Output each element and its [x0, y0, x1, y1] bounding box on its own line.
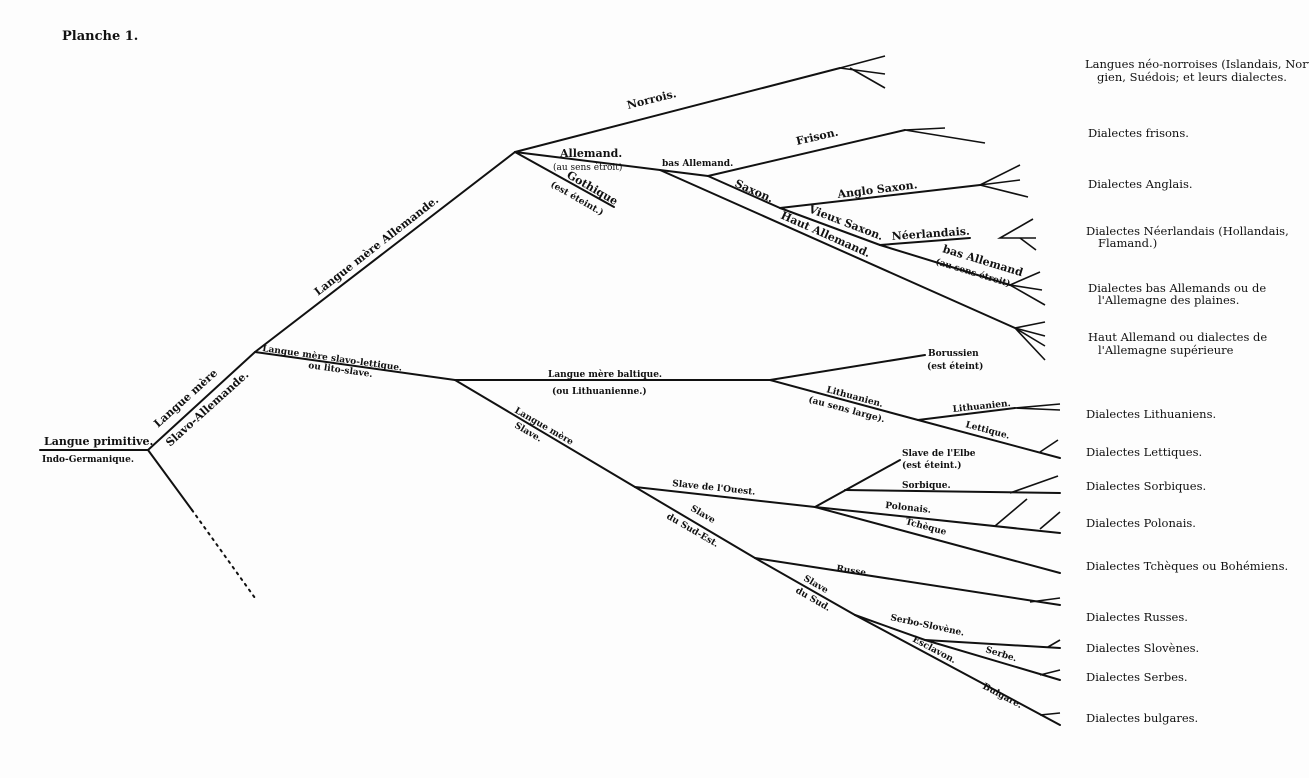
bulg-fan [1039, 712, 1061, 716]
dialect-label: Flamand.) [1098, 236, 1157, 250]
anglo-fan [979, 164, 1021, 186]
haut-allemand-line [659, 169, 1016, 329]
dialect-label: gien, Suédois; et leurs dialectes. [1097, 70, 1287, 84]
bulgare-line [854, 614, 1061, 726]
gothique-line [514, 151, 615, 208]
allemande-line [254, 151, 516, 353]
dialect-labels: Langues néo-norroises (Islandais, Norwé-… [1085, 57, 1309, 725]
lithuanien-large-line [769, 379, 919, 421]
dialect-label: Dialectes bas Allemands ou de [1088, 281, 1266, 295]
label: Saxon. [733, 177, 776, 205]
label: Bulgare. [981, 682, 1024, 711]
dialect-label: Dialectes Lithuaniens. [1086, 407, 1216, 421]
frison-fan [904, 127, 986, 144]
label: Serbo-Slovène. [889, 612, 965, 638]
neerlandais-line [879, 237, 971, 246]
label: Langue mère baltique. [548, 369, 662, 380]
pol-fan-2 [1039, 511, 1061, 530]
dialect-label: Dialectes Tchèques ou Bohémiens. [1086, 559, 1288, 573]
slave-sud-line [754, 557, 856, 616]
label: (au sens étroit) [553, 162, 622, 173]
neerl-fan [997, 218, 1036, 239]
label: Polonais. [885, 501, 932, 516]
bas-allemand-etroit-line [879, 244, 1011, 286]
label: Russe. [836, 564, 870, 579]
frison-line [707, 129, 906, 177]
label: Slave [689, 504, 717, 526]
root-label-2: Indo-Germanique. [42, 455, 134, 465]
lettique-line [917, 419, 1061, 459]
lithuanien-line [917, 407, 1016, 421]
label: Borussien [928, 349, 979, 359]
dialect-label: Langues néo-norroises (Islandais, Norwé- [1085, 57, 1309, 71]
tree-lines [39, 55, 1061, 726]
root-label: Langue primitive. [44, 435, 153, 448]
slovene-line [924, 639, 1061, 649]
slavo-lettique-line [254, 351, 456, 381]
label: Langue mère Allemande. [312, 193, 441, 298]
slavo-allemande-line [147, 351, 256, 451]
slave-line [454, 379, 636, 488]
russe-fan [1029, 597, 1061, 603]
dialect-label: l'Allemagne des plaines. [1098, 293, 1239, 307]
haut-fan-2 [1014, 327, 1046, 361]
dialect-label: Dialectes Néerlandais (Hollandais, [1086, 224, 1289, 238]
serbe-line [924, 639, 1061, 681]
label: (est éteint.) [902, 460, 961, 471]
label: Néerlandais. [891, 225, 970, 243]
label: Norrois. [626, 87, 678, 112]
dialect-label: Haut Allemand ou dialectes de [1088, 330, 1267, 344]
label: Allemand. [559, 147, 622, 160]
anglo-saxon-line [779, 184, 981, 209]
label: Frison. [795, 126, 840, 148]
label: (est éteint) [927, 361, 983, 372]
sorbique-line [844, 489, 1061, 494]
branch-labels: Langue primitive. Indo-Germanique. Langu… [42, 87, 1025, 711]
label: (ou Lithuanienne.) [552, 386, 647, 397]
norrois-fan [839, 55, 886, 75]
borussien-line [769, 354, 926, 381]
norrois-line [514, 67, 841, 153]
dialect-label: Dialectes Sorbiques. [1086, 479, 1206, 493]
label: bas Allemand. [662, 159, 733, 169]
label: Slave de l'Elbe [902, 449, 976, 459]
dialect-label: Dialectes frisons. [1088, 126, 1189, 140]
dialect-label: Dialectes Anglais. [1088, 177, 1193, 191]
pol-fan [994, 498, 1028, 527]
dialect-label: Dialectes Slovènes. [1086, 641, 1199, 655]
allemand-line [514, 151, 661, 171]
dialect-label: Dialectes bulgares. [1086, 711, 1198, 725]
lith-fan [1014, 403, 1061, 411]
dialect-label: Dialectes Serbes. [1086, 670, 1188, 684]
polonais-line [814, 506, 1061, 534]
serbe-fan [1039, 669, 1061, 676]
lett-fan [1039, 439, 1059, 453]
dialect-label: Dialectes Russes. [1086, 610, 1188, 624]
neerl-fan-2 [1019, 237, 1037, 251]
tcheque-line [814, 506, 1061, 574]
serbo-slovene-line [854, 614, 926, 641]
slov-fan [1047, 639, 1061, 648]
norrois-fan-2 [849, 67, 886, 89]
dialect-label: Dialectes Lettiques. [1086, 445, 1202, 459]
lower-branch [147, 449, 193, 511]
dialect-label: l'Allemagne supérieure [1098, 343, 1234, 357]
label: Sorbique. [902, 481, 951, 491]
plate-title: Planche 1. [62, 29, 138, 44]
bas-allemand-line [659, 169, 709, 177]
slave-sud-est-line [634, 486, 756, 559]
anglo-fan-2 [979, 184, 1029, 198]
russe-line [754, 557, 1061, 606]
label: Serbe. [984, 645, 1018, 664]
sorb-fan [1009, 475, 1059, 494]
slave-elbe-line [814, 459, 901, 508]
bas-fan-2 [1009, 284, 1046, 306]
vieux-saxon-line [779, 207, 881, 246]
dialect-label: Dialectes Polonais. [1086, 516, 1196, 530]
saxon-line [707, 175, 781, 209]
dotted-continuation [191, 509, 256, 599]
slave-ouest-line [634, 486, 816, 508]
label: Esclavon. [911, 635, 958, 666]
